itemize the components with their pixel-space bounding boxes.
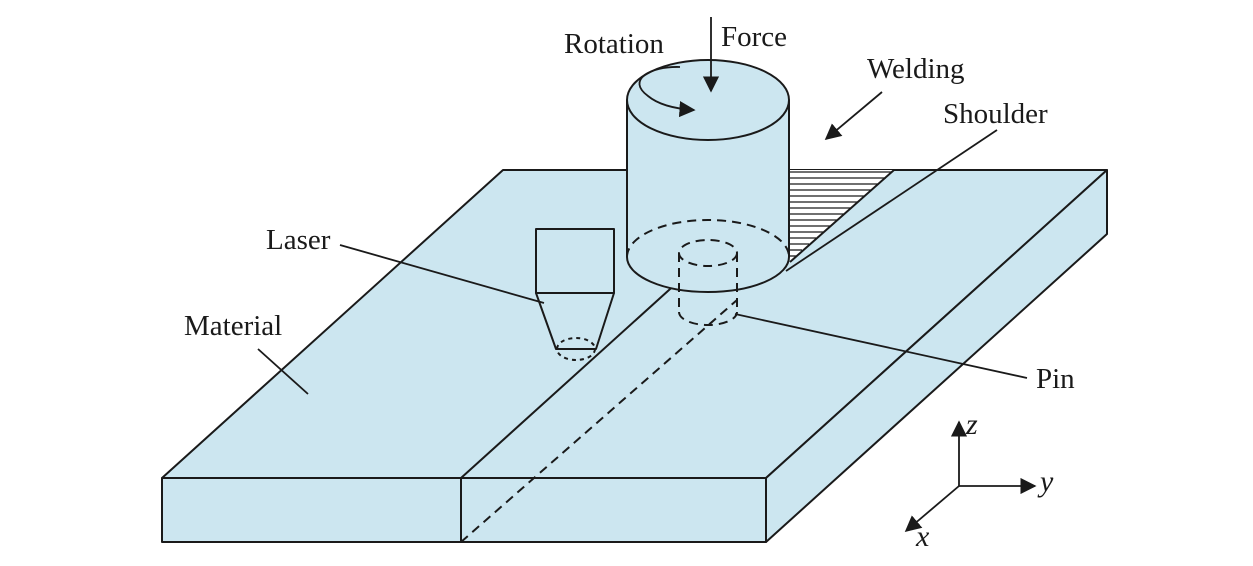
material-label: Material (184, 310, 282, 342)
laser-head (535, 228, 615, 361)
material-plate (161, 169, 1108, 543)
shoulder-bottom-hidden (626, 219, 790, 258)
plate-front-face (161, 477, 767, 543)
laser-spot (556, 337, 596, 361)
welding-direction-arrow (824, 91, 883, 141)
coordinate-axes: z y x (904, 408, 1054, 553)
pin-leader (734, 313, 1028, 379)
plate-joint-line (460, 270, 691, 479)
pin (678, 239, 738, 326)
rotation-arrow (638, 66, 696, 118)
rotation-label: Rotation (564, 28, 664, 60)
shoulder-top (626, 59, 790, 141)
weld-bead (786, 169, 895, 263)
laser-leader (339, 244, 545, 304)
z-axis-label: z (965, 408, 978, 441)
plate-side-face (765, 169, 1108, 543)
y-axis-label: y (1037, 465, 1054, 498)
x-axis (904, 485, 960, 533)
laser-label: Laser (266, 224, 331, 256)
x-axis-label: x (915, 520, 930, 553)
laser-body (535, 228, 615, 294)
force-label: Force (721, 21, 787, 53)
material-leader (257, 348, 309, 395)
pin-label: Pin (1036, 363, 1075, 395)
welding-label: Welding (867, 53, 965, 85)
tool-shoulder (626, 59, 790, 326)
pin-path-dashed (460, 299, 738, 543)
shoulder-body (626, 99, 790, 293)
shoulder-leader (785, 129, 998, 272)
shoulder-label: Shoulder (943, 98, 1048, 130)
